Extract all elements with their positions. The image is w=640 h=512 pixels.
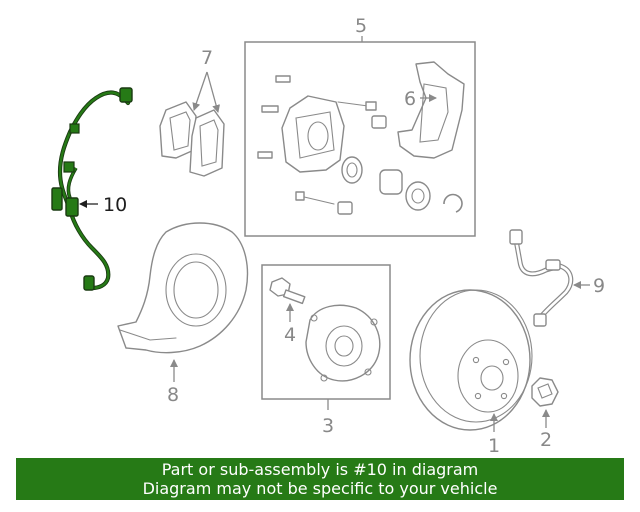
callout-10-label: 10	[103, 194, 127, 216]
caliper-part	[257, 75, 463, 215]
abs-sensor-part[interactable]	[51, 87, 133, 291]
callout-1-label: 1	[488, 435, 500, 457]
dust-shield-part	[117, 222, 249, 354]
hub-assembly-box	[261, 264, 391, 400]
callout-2-label: 2	[540, 429, 552, 451]
callout-5-label: 5	[355, 15, 367, 37]
caliper-assembly-box	[244, 41, 476, 237]
callout-3-label: 3	[322, 415, 334, 437]
brake-hose-part	[509, 229, 574, 327]
callout-4-label: 4	[284, 324, 296, 346]
hub-bolt-part	[269, 277, 306, 305]
banner-line-disclaimer: Diagram may not be specific to your vehi…	[142, 479, 498, 498]
callout-6-label: 6	[404, 88, 416, 110]
callout-7-leader-a	[192, 71, 208, 111]
callout-8-label: 8	[167, 384, 179, 406]
brake-disc-part	[409, 289, 533, 431]
caliper-bracket-part	[397, 61, 465, 159]
info-banner: Part or sub-assembly is #10 in diagram D…	[16, 458, 624, 500]
parts-diagram: 10 7 5 6	[51, 15, 605, 457]
callout-9-label: 9	[593, 275, 605, 297]
callout-7-label: 7	[201, 47, 213, 69]
hub-bearing-part	[305, 304, 381, 382]
callout-7-leader-b	[206, 71, 221, 113]
banner-line-part-number: Part or sub-assembly is #10 in diagram	[161, 460, 479, 479]
brake-pads-part	[159, 101, 225, 177]
lug-nut-part	[531, 377, 559, 407]
